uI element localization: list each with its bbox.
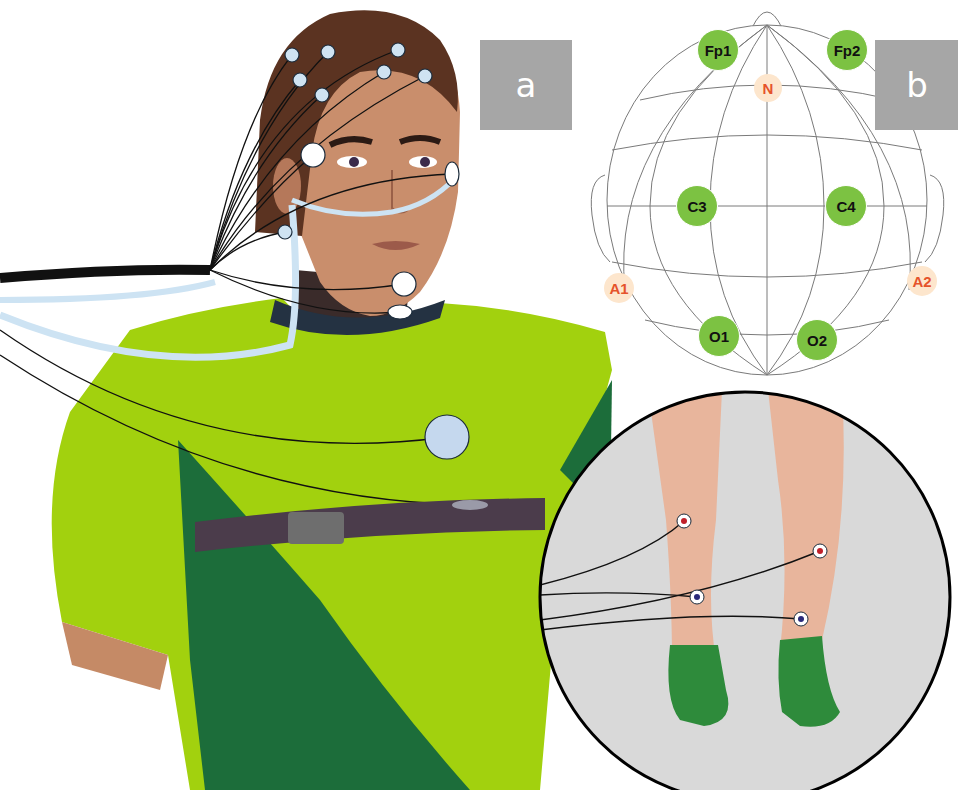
electrode-site: C3: [676, 185, 718, 227]
node-label: A1: [609, 280, 628, 297]
panel-letter-box: a: [480, 40, 572, 130]
node-label: b: [906, 65, 928, 105]
electrode-site: C4: [825, 185, 867, 227]
reference-site: A1: [604, 273, 634, 303]
patient-figure: [0, 10, 612, 790]
node-label: Fp2: [834, 42, 861, 59]
reference-site: N: [754, 74, 782, 102]
node-label: C4: [836, 198, 855, 215]
electrode-site: O1: [698, 315, 740, 357]
node-label: A2: [912, 273, 931, 290]
electrode-site: Fp1: [697, 29, 739, 71]
node-label: Fp1: [705, 42, 732, 59]
reference-site: A2: [907, 266, 937, 296]
electrode-site: O2: [796, 319, 838, 361]
electrode-site: Fp2: [826, 29, 868, 71]
leg-inset: [540, 390, 950, 790]
node-label: N: [763, 80, 774, 97]
node-label: a: [516, 65, 537, 105]
panel-letter-box: b: [875, 40, 958, 130]
node-label: O2: [807, 332, 827, 349]
node-label: C3: [687, 198, 706, 215]
node-label: O1: [709, 328, 729, 345]
